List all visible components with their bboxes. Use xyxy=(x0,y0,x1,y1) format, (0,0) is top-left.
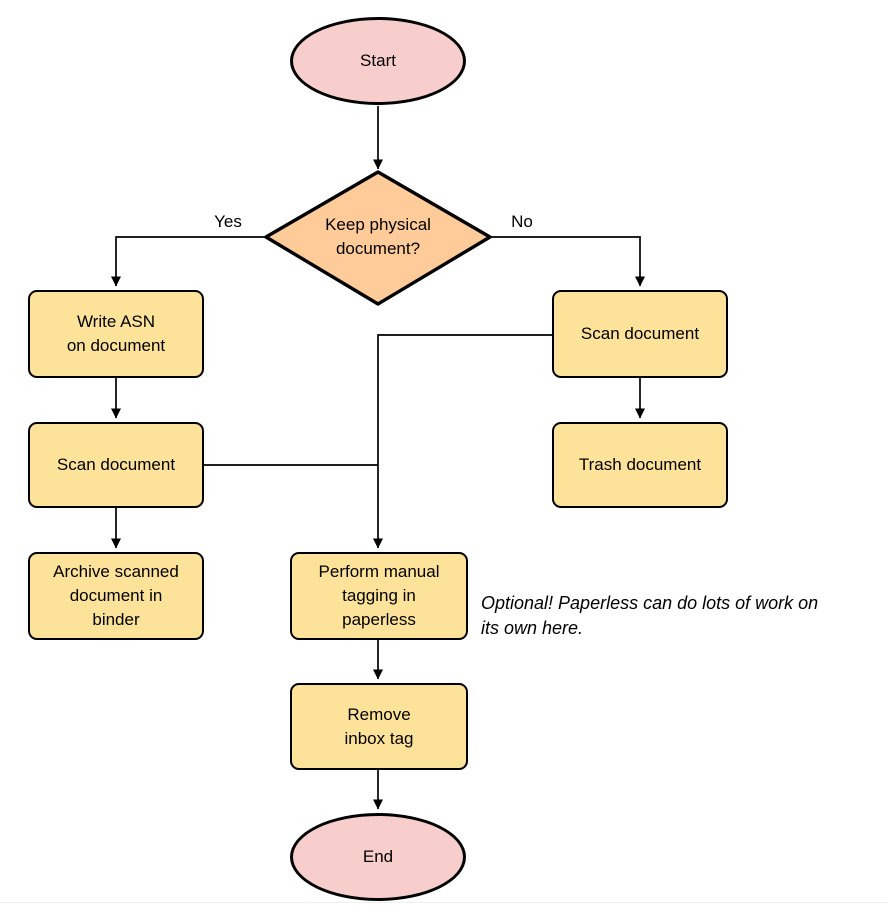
node-end-label: End xyxy=(362,847,394,866)
node-manual-tagging: Perform manual tagging in paperless xyxy=(290,552,468,640)
node-write-asn-label: Write ASN on document xyxy=(66,312,166,355)
node-scan-document-left-label: Scan document xyxy=(56,455,176,474)
node-start: Start xyxy=(290,17,466,105)
node-remove-inbox-tag-label: Remove inbox tag xyxy=(344,704,414,748)
edge-scanright-to-tagging xyxy=(373,334,552,549)
edge-label-no: No xyxy=(511,212,533,231)
edge-decision-yes xyxy=(111,236,265,287)
node-manual-tagging-label: Perform manual tagging in paperless xyxy=(318,562,440,629)
node-remove-inbox-tag: Remove inbox tag xyxy=(290,683,468,770)
page-bottom-divider xyxy=(0,902,888,903)
node-write-asn: Write ASN on document xyxy=(28,290,204,378)
node-archive-binder-label: Archive scanned document in binder xyxy=(53,562,179,629)
node-decision-shape xyxy=(264,170,492,306)
node-trash-document-label: Trash document xyxy=(578,455,702,474)
node-scan-document-right-label: Scan document xyxy=(580,324,700,343)
node-scan-document-right: Scan document xyxy=(552,290,728,378)
node-end: End xyxy=(290,813,466,901)
node-decision-label: Keep physical document? xyxy=(325,215,431,258)
node-trash-document: Trash document xyxy=(552,422,728,508)
node-start-label: Start xyxy=(360,51,396,70)
edge-label-yes: Yes xyxy=(214,212,242,231)
annotation-optional-note: Optional! Paperless can do lots of work … xyxy=(481,593,819,638)
node-scan-document-left: Scan document xyxy=(28,422,204,508)
node-archive-binder: Archive scanned document in binder xyxy=(28,552,204,640)
edge-decision-no xyxy=(491,236,645,287)
